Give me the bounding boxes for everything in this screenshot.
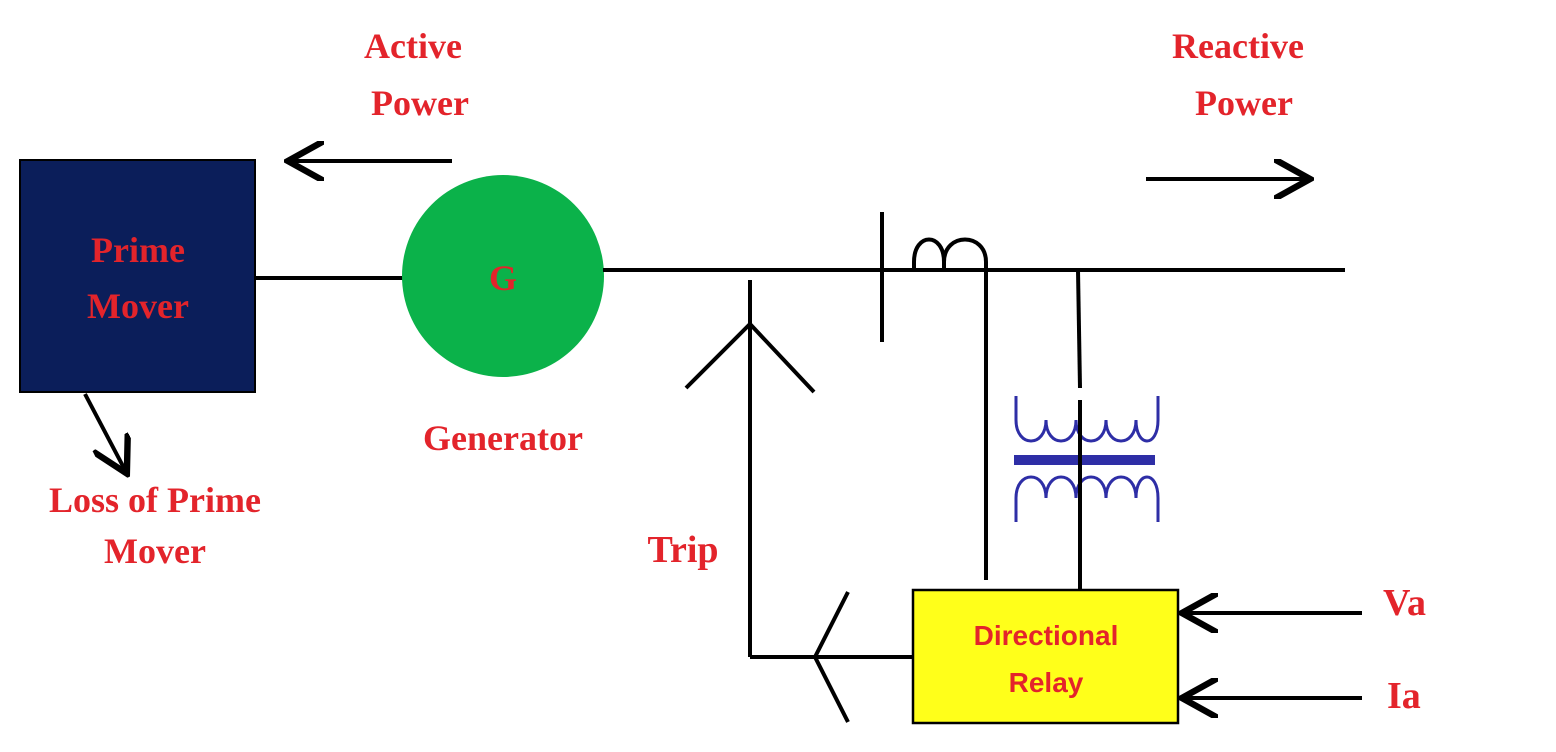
- directional-relay-block: [911, 588, 1180, 725]
- loss-of-prime-mover-label-line2: Mover: [104, 531, 206, 571]
- generator-label: Generator: [423, 418, 583, 458]
- directional-relay-label-line1: Directional: [974, 620, 1119, 651]
- directional-relay-label-line2: Relay: [1009, 667, 1084, 698]
- trip-label: Trip: [647, 529, 718, 571]
- reactive-power-label-line1: Reactive: [1172, 26, 1304, 66]
- trip-arrowhead: [684, 321, 816, 394]
- current-transformer: [912, 237, 988, 580]
- prime-mover-label-line2: Mover: [87, 286, 189, 326]
- active-power-label-line1: Active: [364, 26, 462, 66]
- generator-circle: [402, 175, 604, 377]
- ia-label: Ia: [1387, 675, 1421, 717]
- relay-output-arrowhead: [812, 591, 850, 723]
- loss-of-prime-mover-label-line1: Loss of Prime: [49, 480, 261, 520]
- generator-symbol: G: [489, 258, 517, 298]
- va-label: Va: [1383, 582, 1426, 624]
- loss-of-prime-mover-arrow: [83, 393, 125, 470]
- prime-mover-block: [19, 159, 256, 393]
- prime-mover-label-line1: Prime: [91, 230, 185, 270]
- pt-drop-line: [1076, 269, 1082, 389]
- active-power-label-line2: Power: [371, 83, 469, 123]
- potential-transformer: [1014, 396, 1160, 522]
- reactive-power-label-line2: Power: [1195, 83, 1293, 123]
